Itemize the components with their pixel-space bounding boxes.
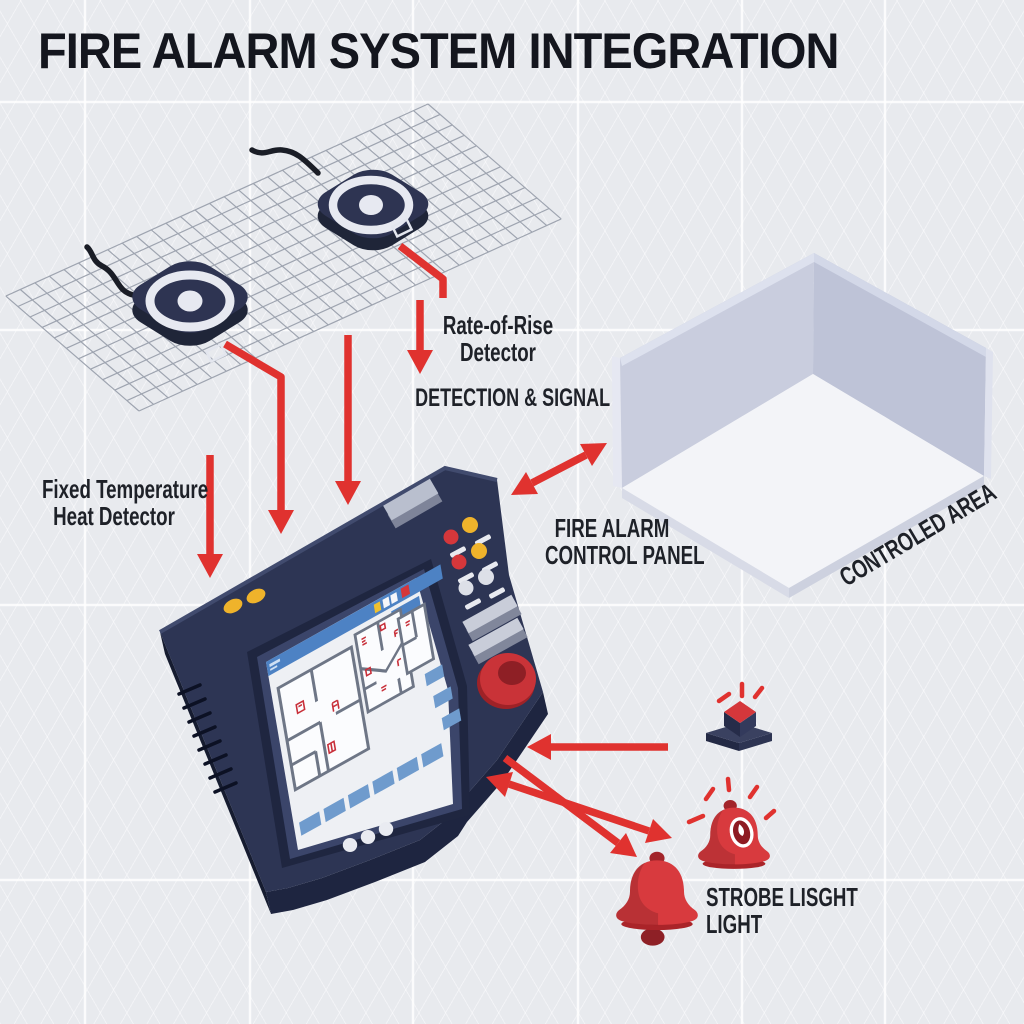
label-line: Heat Detector — [53, 501, 175, 531]
signal-arrows — [197, 243, 607, 578]
panel-top-slot — [383, 478, 443, 529]
label-line: STROBE LISGHT — [706, 882, 858, 912]
arrow-panel-area — [530, 451, 588, 487]
panel-slots — [462, 594, 528, 665]
strobe-light-bell-icon — [698, 800, 770, 869]
label-detection-signal: DETECTION & SIGNAL — [385, 384, 611, 412]
label-fire-alarm-control-panel: FIRE ALARM CONTROL PANEL — [519, 515, 705, 569]
control-panel-icon — [159, 465, 548, 914]
label-fixed-temperature-detector: Fixed Temperature Heat Detector — [14, 476, 214, 530]
screen-content — [266, 564, 462, 836]
detector-wire — [249, 147, 321, 176]
strobe-button-icon — [706, 681, 772, 751]
page-title: FIRE ALARM SYSTEM INTEGRATION — [38, 23, 839, 79]
panel-yellow-dot — [223, 598, 243, 614]
panel-red-knob — [477, 653, 536, 709]
arrow-bells-to-panel — [507, 780, 651, 835]
label-strobe-light: STROBE LISGHT LIGHT — [706, 884, 917, 938]
arrow-right-detector-elbow — [397, 243, 447, 298]
label-line: LIGHT — [706, 909, 763, 939]
panel-side-bottom — [266, 692, 548, 914]
label-line: Rate-of-Rise — [442, 310, 554, 340]
fixed-temperature-detector-icon — [84, 244, 248, 364]
panel-side-left — [160, 632, 271, 914]
label-rate-of-rise-detector: Rate-of-Rise Detector — [408, 312, 588, 366]
strobe-light-rays — [686, 776, 777, 825]
panel-indicator-lights — [443, 517, 505, 610]
detector-wire — [84, 244, 136, 298]
panel-dots — [342, 822, 394, 852]
panel-yellow-dot — [246, 588, 266, 604]
label-line: DETECTION & SIGNAL — [415, 384, 611, 412]
strobe-rays — [716, 681, 765, 704]
label-line: CONTROL PANEL — [545, 540, 705, 570]
panel-vents — [177, 683, 238, 794]
notification-arrows — [486, 734, 672, 857]
alarm-bell-icon — [616, 851, 698, 946]
label-line: FIRE ALARM — [554, 513, 670, 543]
controlled-area-icon — [612, 253, 993, 598]
label-line: Detector — [460, 337, 536, 367]
rate-of-rise-detector-icon — [249, 147, 429, 251]
arrow-left-detector — [223, 340, 285, 512]
label-line: Fixed Temperature — [42, 474, 209, 504]
ceiling-grid-mesh — [5, 103, 562, 412]
